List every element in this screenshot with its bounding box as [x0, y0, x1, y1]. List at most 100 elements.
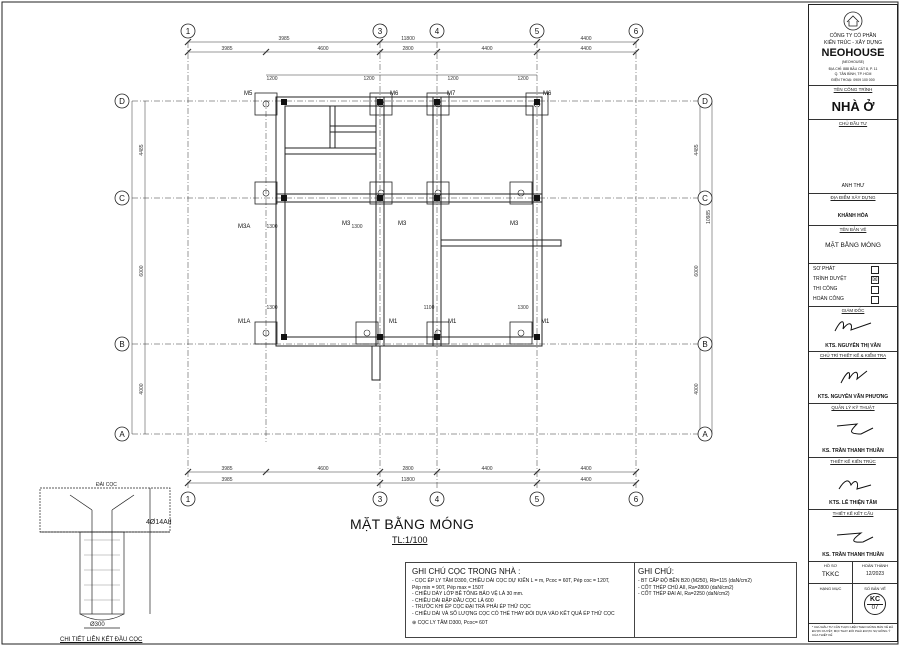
row-label-a: A	[119, 430, 125, 439]
cap-dim-3: 1200	[447, 76, 458, 82]
cap-tag-c3: M3	[342, 221, 351, 227]
location-label: ĐỊA ĐIỂM XÂY DỰNG	[830, 195, 876, 200]
sheet-cell: SỐ BẢN VẼ KC 07	[853, 583, 897, 623]
col-label-4: 4	[435, 27, 440, 36]
status-checkbox[interactable]	[871, 266, 879, 274]
bottom-dimension-lines	[184, 468, 640, 487]
grid-bubbles	[114, 23, 713, 507]
general-note-line: - BT CẤP ĐỘ BỀN B20 (M250), Rb=115 (daN/…	[638, 578, 752, 584]
project-label: TÊN CÔNG TRÌNH	[833, 87, 873, 92]
status-checkbox[interactable]	[871, 286, 879, 294]
dim-left-2: 6000	[139, 265, 145, 276]
dim-bot-4: 4400	[481, 466, 492, 472]
dim-top2-2: 4600	[317, 46, 328, 52]
pile-notes-header: GHI CHÚ CỌC TRONG NHÀ :	[412, 567, 521, 576]
signature-image	[836, 423, 874, 435]
cap-dim-9: 1300	[517, 305, 528, 311]
detail-title: CHI TIẾT LIÊN KẾT ĐẦU CỌC	[60, 637, 143, 643]
col-label-6-bottom: 6	[634, 495, 639, 504]
cap-dim-7: 1300	[266, 305, 277, 311]
title-block-footer: * CHỦ ĐẦU TƯ CẦN THỰC HIỆN THEO ĐÚNG BẢN…	[812, 625, 894, 637]
row-label-d-right: D	[702, 97, 708, 106]
company-logo	[809, 11, 897, 33]
status-label: TRÌNH DUYỆT	[813, 276, 847, 282]
company-line2: KIẾN TRÚC - XÂY DỰNG	[824, 40, 882, 46]
dim-right-4: 4000	[694, 383, 700, 394]
grid-bubble-labels: 1 3 4 5 6 1 3 4 5 6 D C B A D C B A	[119, 27, 708, 504]
col-label-5-bottom: 5	[535, 495, 540, 504]
dim-bot-1: 3985	[221, 466, 232, 472]
sheet-number-badge: KC 07	[864, 593, 886, 615]
company-brand: NEOHOUSE	[821, 47, 885, 59]
owner-name: ANH THƯ	[841, 183, 865, 189]
pile-cap-tags: M5 M6 M7 M6 M3A M3 M3 M3 M1A M1 M1 M1	[238, 91, 552, 325]
cap-tag-d1: M5	[244, 91, 253, 97]
pile-note-line: Pép min = 90T, Pép max = 150T	[412, 584, 484, 591]
cap-dim-5: 1300	[266, 224, 277, 230]
pile-note-line: - CHIỀU DÀI ĐẬP ĐẦU CỌC LÀ 600	[412, 597, 494, 604]
role-name: KS. TRẦN THANH THUẦN	[822, 552, 884, 558]
pile-legend-icon: ⊕	[412, 619, 417, 626]
row-label-a-right: A	[702, 430, 708, 439]
drawing-name-value: MẶT BẰNG MÓNG	[825, 242, 881, 249]
dim-right-2: 10985	[706, 210, 712, 224]
company-brand-sub: (NEOHOUSE)	[841, 60, 865, 64]
left-dimension-lines	[131, 101, 713, 434]
cap-tag-b5: M1	[541, 319, 550, 325]
row-label-c-right: C	[702, 194, 708, 203]
row-label-b-right: B	[702, 340, 707, 349]
dim-top2-4: 4400	[481, 46, 492, 52]
cap-tag-d4: M7	[447, 91, 456, 97]
location-value: KHÁNH HÒA	[837, 213, 869, 219]
dim-bot2-3: 4400	[580, 477, 591, 483]
dim-bot-2: 4600	[317, 466, 328, 472]
status-checkbox[interactable]	[871, 296, 879, 304]
dim-top-1: 3985	[278, 36, 289, 42]
cap-tag-d3: M6	[390, 91, 399, 97]
col-label-1-bottom: 1	[186, 495, 191, 504]
dim-right-3: 6000	[694, 265, 700, 276]
pile-note-line: - CHIỀU DÀI VÀ SỐ LƯỢNG CỌC CÓ THỂ THAY …	[412, 610, 615, 617]
col-label-1: 1	[186, 27, 191, 36]
role-label: GIÁM ĐỐC	[841, 308, 865, 313]
status-checkbox[interactable]: ☒	[871, 276, 879, 284]
company-phone: ĐIỆN THOẠI: 0909 100 000	[831, 78, 875, 82]
dim-bot-5: 4400	[580, 466, 591, 472]
role-label: CHỦ TRÌ THIẾT KẾ & KIỂM TRA	[819, 353, 887, 358]
dim-top-3: 4400	[580, 36, 591, 42]
signature-image	[834, 321, 872, 332]
row-label-c: C	[119, 194, 125, 203]
role-name: KTS. NGUYỄN THỊ VÂN	[825, 343, 881, 349]
drawing-name-label: TÊN BẢN VẼ	[839, 227, 867, 232]
detail-diameter-label: Ø300	[90, 622, 105, 628]
detail-labels: 4Ø14AII Ø300 ĐÀI CỌC	[90, 481, 172, 628]
detail-cap-label: ĐÀI CỌC	[96, 481, 117, 488]
cap-dim-1: 1200	[266, 76, 277, 82]
signature-image	[838, 480, 872, 490]
role-label: QUẢN LÝ KỸ THUẬT	[831, 405, 875, 410]
foundation-beams	[275, 96, 562, 381]
dim-top2-1: 3985	[221, 46, 232, 52]
pile-legend: ⊕ CỌC LY TÂM D300, Pcoc= 60T	[412, 620, 634, 627]
project-name: NHÀ Ở	[831, 99, 875, 114]
grid-rows	[132, 100, 712, 435]
signature-image	[840, 370, 868, 384]
cap-dim-8: 1100	[424, 305, 435, 311]
row-label-b: B	[119, 340, 124, 349]
drawing-title: MẶT BẰNG MÓNG	[350, 516, 475, 532]
cap-dim-6: 1300	[351, 224, 362, 230]
role-name: KTS. LÊ THIỆN TÂM	[829, 500, 877, 506]
general-note-line: - CỐT THÉP ĐAI AI, Ra=2250 (daN/cm2)	[638, 591, 730, 598]
owner-label: CHỦ ĐẦU TƯ	[838, 121, 868, 126]
pile-caps	[254, 92, 549, 345]
general-note-line: - CỐT THÉP CHỦ AII, Ra=2800 (daN/cm2)	[638, 584, 734, 591]
cap-tag-b3: M1	[389, 319, 398, 325]
dim-top2-3: 2800	[402, 46, 413, 52]
dim-bot2-1: 3985	[221, 477, 232, 483]
drawing-scale: TL:1/100	[392, 535, 428, 545]
role-label: THIẾT KẾ KIẾN TRÚC	[830, 459, 876, 464]
pile-note-line: - CHIỀU DÀY LỚP BÊ TÔNG BẢO VỆ LÀ 30 mm.	[412, 591, 524, 598]
cap-tag-c5: M3	[510, 221, 519, 227]
